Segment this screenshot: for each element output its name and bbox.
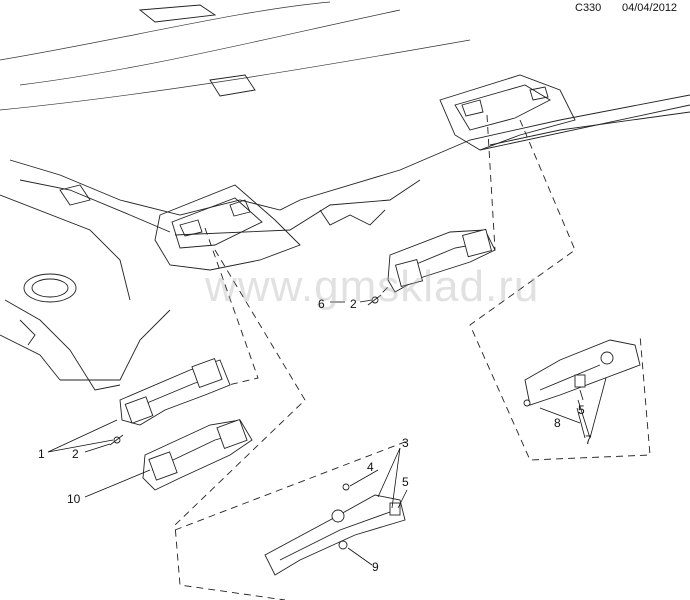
bracket-3 — [264, 494, 406, 576]
callout-3: 3 — [402, 436, 409, 450]
screws — [109, 294, 531, 550]
callout-7: 7 — [585, 433, 592, 447]
diagram-date: 04/04/2012 — [622, 2, 678, 14]
bracket-8 — [524, 339, 641, 406]
callout-leaders — [47, 299, 607, 566]
callout-5-right: 5 — [578, 403, 585, 417]
left-handle-recess — [154, 184, 301, 271]
diagram-code: C330 — [575, 2, 602, 14]
callout-2-left: 2 — [72, 447, 79, 461]
callout-5-lower: 5 — [402, 475, 409, 489]
right-handle-recess — [439, 74, 576, 151]
callout-6: 6 — [318, 297, 325, 311]
callout-8: 8 — [554, 416, 561, 430]
callout-2-center: 2 — [350, 297, 357, 311]
grab-handle-1 — [119, 357, 231, 426]
roof-headliner — [0, 1, 690, 391]
grab-handle-6 — [387, 228, 496, 293]
callout-10: 10 — [67, 492, 81, 506]
watermark: www.gmsklad.ru — [205, 262, 540, 311]
callout-1: 1 — [38, 447, 45, 461]
callout-4: 4 — [367, 460, 374, 474]
grab-handle-10 — [142, 418, 253, 491]
callout-9: 9 — [372, 560, 379, 574]
